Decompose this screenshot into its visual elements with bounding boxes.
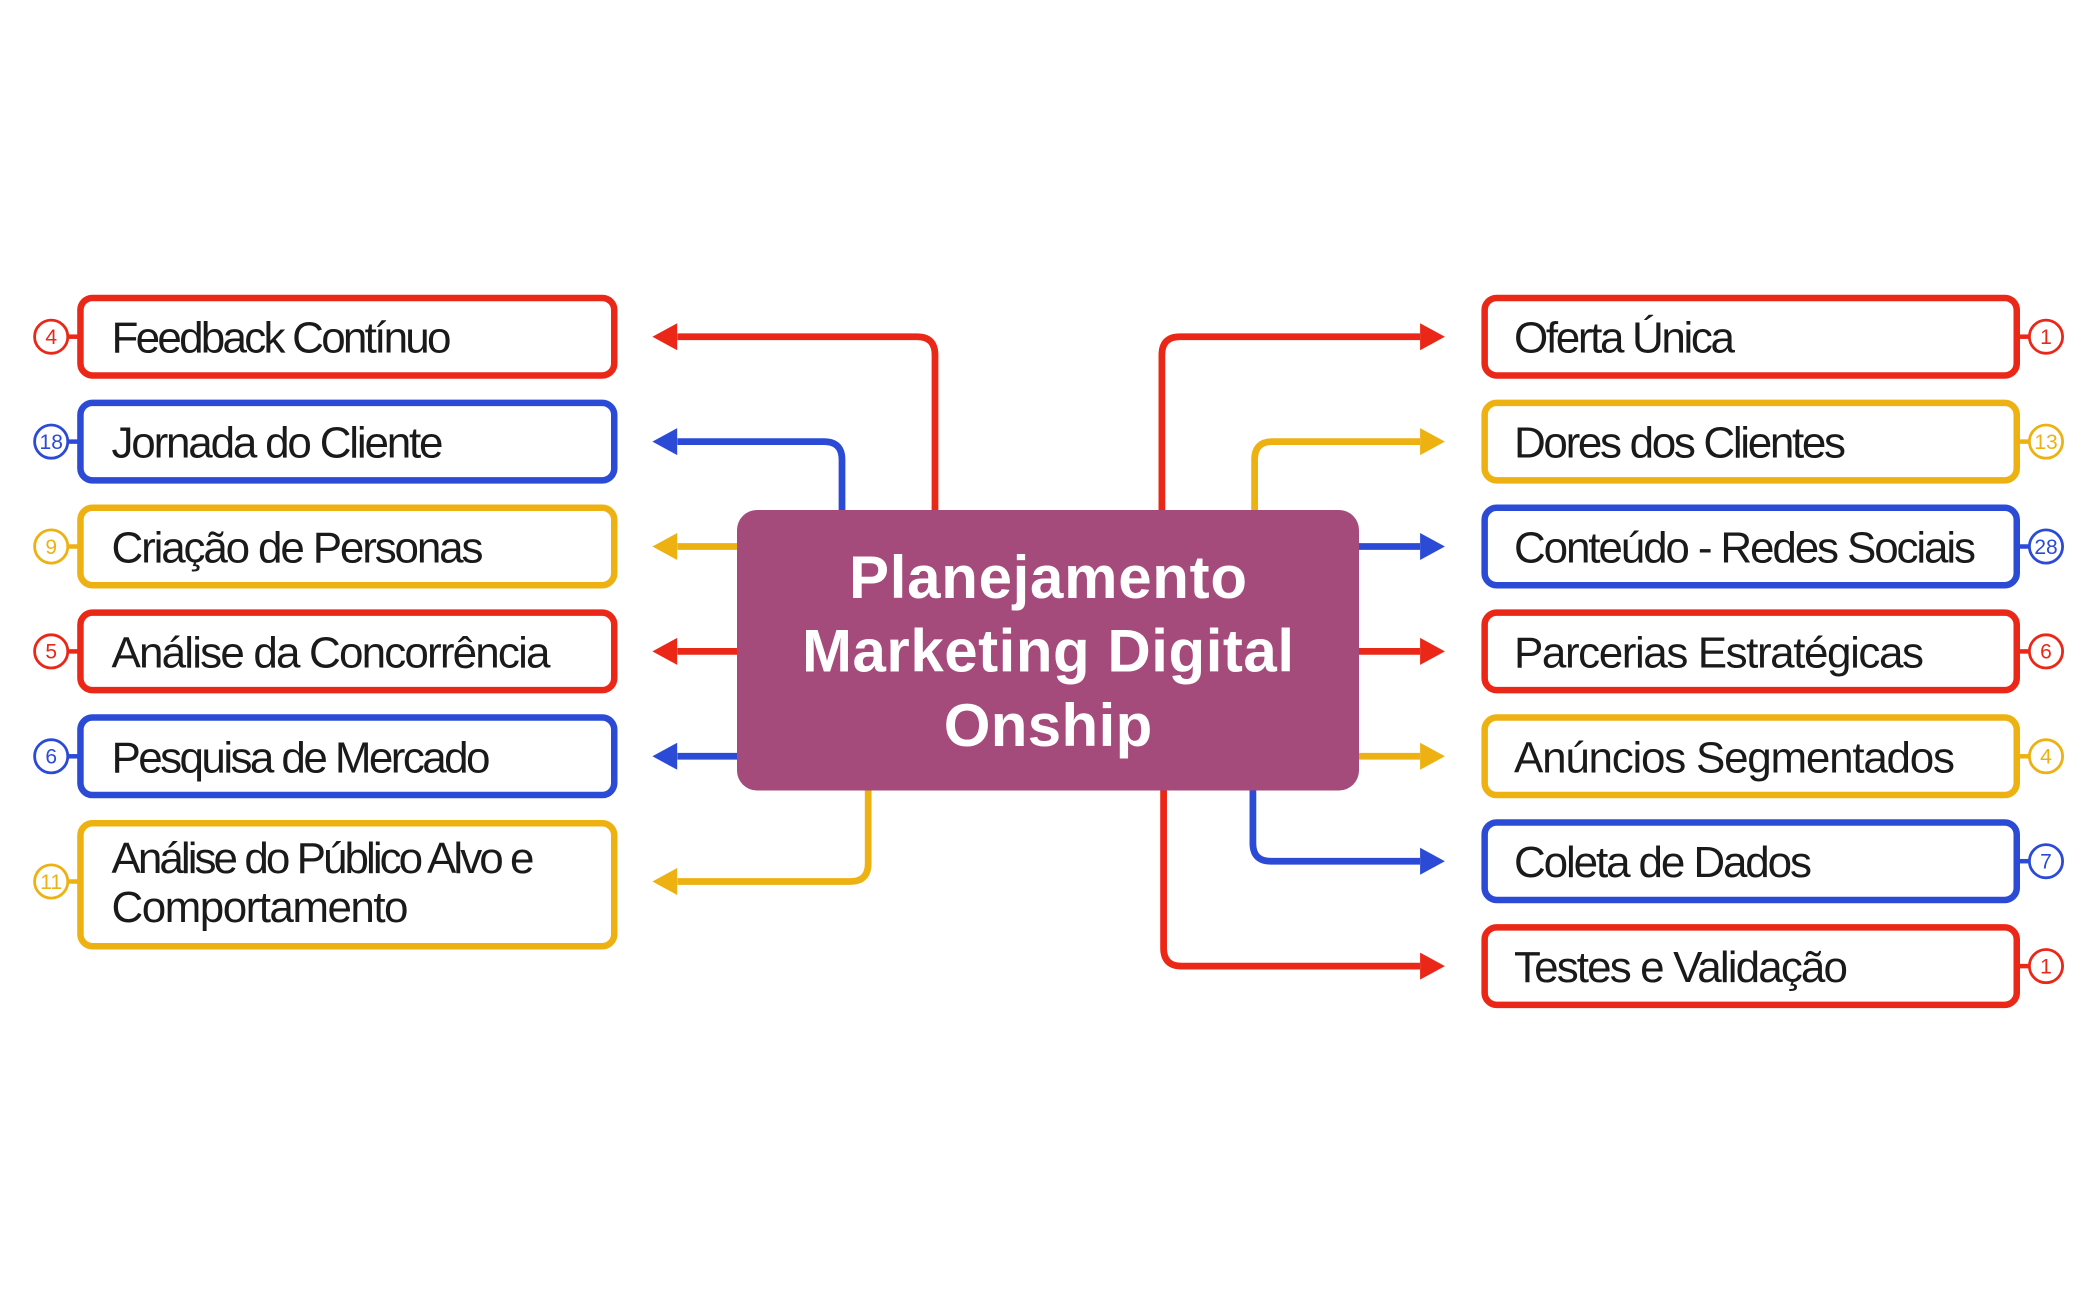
svg-text:Dores dos Clientes: Dores dos Clientes bbox=[1514, 419, 1846, 468]
svg-text:Pesquisa de Mercado: Pesquisa de Mercado bbox=[112, 733, 491, 782]
svg-text:Coleta de Dados: Coleta de Dados bbox=[1514, 838, 1812, 887]
svg-text:Feedback Contínuo: Feedback Contínuo bbox=[112, 314, 452, 363]
svg-text:Comportamento: Comportamento bbox=[112, 883, 409, 932]
svg-text:Onship: Onship bbox=[944, 692, 1153, 759]
svg-text:18: 18 bbox=[40, 431, 63, 454]
svg-text:7: 7 bbox=[2040, 851, 2052, 874]
svg-text:Testes e Validação: Testes e Validação bbox=[1514, 943, 1848, 992]
svg-text:Parcerias Estratégicas: Parcerias Estratégicas bbox=[1514, 628, 1924, 677]
svg-text:6: 6 bbox=[45, 746, 57, 769]
svg-text:Jornada do Cliente: Jornada do Cliente bbox=[112, 419, 444, 468]
svg-text:1: 1 bbox=[2040, 326, 2052, 349]
svg-text:Análise da Concorrência: Análise da Concorrência bbox=[112, 628, 552, 677]
svg-text:6: 6 bbox=[2040, 641, 2052, 664]
svg-text:Oferta Única: Oferta Única bbox=[1514, 314, 1736, 363]
svg-text:5: 5 bbox=[45, 641, 57, 664]
svg-text:11: 11 bbox=[40, 871, 62, 894]
svg-text:9: 9 bbox=[45, 536, 57, 559]
svg-text:Conteúdo - Redes Sociais: Conteúdo - Redes Sociais bbox=[1514, 524, 1976, 573]
svg-text:13: 13 bbox=[2034, 431, 2057, 454]
svg-text:Planejamento: Planejamento bbox=[849, 544, 1247, 611]
svg-text:Marketing Digital: Marketing Digital bbox=[802, 618, 1294, 685]
svg-text:Análise do Público Alvo e: Análise do Público Alvo e bbox=[112, 834, 535, 883]
svg-text:28: 28 bbox=[2034, 536, 2057, 559]
svg-text:Anúncios Segmentados: Anúncios Segmentados bbox=[1514, 733, 1955, 782]
svg-text:1: 1 bbox=[2040, 955, 2052, 978]
svg-text:4: 4 bbox=[2040, 746, 2052, 769]
svg-text:4: 4 bbox=[45, 326, 57, 349]
svg-text:Criação de Personas: Criação de Personas bbox=[112, 524, 484, 573]
